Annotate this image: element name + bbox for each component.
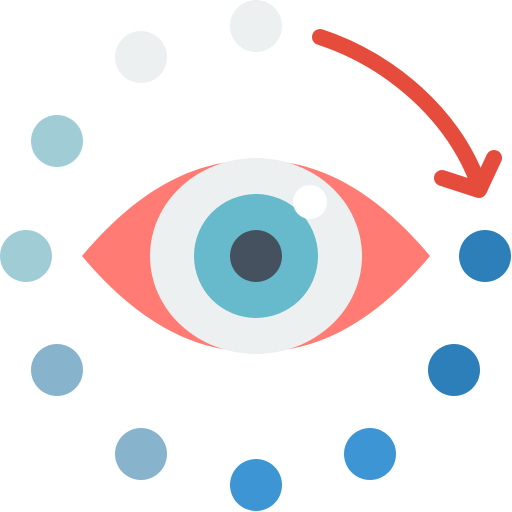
dot-9: [428, 344, 480, 396]
dot-7: [230, 459, 282, 511]
dot-10: [459, 230, 511, 282]
eye-icon: [82, 158, 430, 354]
dot-2: [115, 31, 167, 83]
dot-8: [344, 428, 396, 480]
eye-highlight: [293, 185, 327, 219]
dot-6: [115, 428, 167, 480]
rotate-arrow-icon: [312, 29, 502, 198]
arrow-head: [434, 150, 502, 198]
dot-1: [230, 0, 282, 52]
dot-5: [31, 344, 83, 396]
pupil: [230, 230, 282, 282]
dot-3: [31, 115, 83, 167]
dot-4: [0, 230, 52, 282]
arrow-curve: [312, 29, 488, 196]
